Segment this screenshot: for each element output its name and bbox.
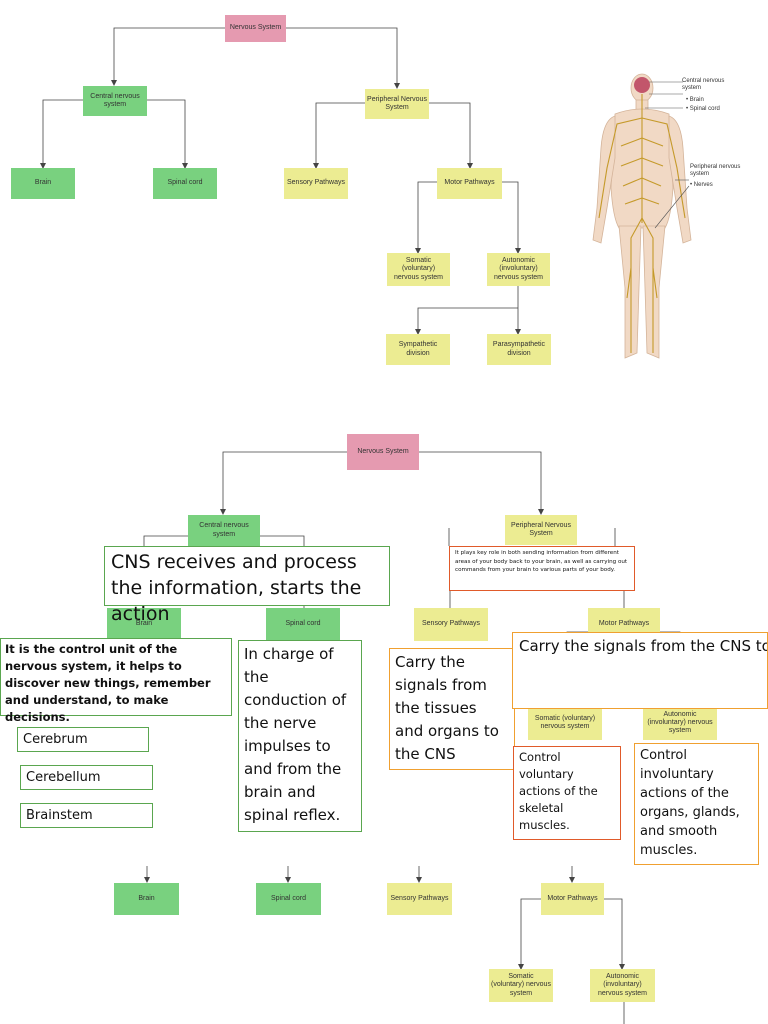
mid-somatic-node: Somatic (voluntary) nervous system xyxy=(528,706,602,740)
top-brain-node: Brain xyxy=(11,168,75,199)
figure-spinal-label: • Spinal cord xyxy=(686,106,720,112)
mid-cns-node: Central nervous system xyxy=(188,515,260,546)
mid-autonomic-node: Autonomic (involuntary) nervous system xyxy=(643,706,717,740)
mid-nervous-system-node: Nervous System xyxy=(347,434,419,470)
top-sensory-node: Sensory Pathways xyxy=(284,168,348,199)
cerebellum-box: Cerebellum xyxy=(20,765,153,790)
figure-nerves-label: • Nerves xyxy=(690,182,713,188)
bottom-brain-node: Brain xyxy=(114,883,179,915)
cerebrum-box: Cerebrum xyxy=(17,727,149,752)
top-cns-node: Central nervous system xyxy=(83,86,147,116)
bottom-autonomic-node: Autonomic (involuntary) nervous system xyxy=(590,969,655,1002)
mid-spinal-cord-node: Spinal cord xyxy=(266,608,340,641)
sensory-description-note: Carry the signals from the tissues and o… xyxy=(389,648,515,770)
top-autonomic-node: Autonomic (involuntary) nervous system xyxy=(487,253,550,286)
top-pns-node: Peripheral Nervous System xyxy=(365,89,429,119)
motor-description-note: Carry the signals from the CNS to the pe… xyxy=(512,632,768,709)
figure-brain-label: • Brain xyxy=(686,97,704,103)
mid-pns-node: Peripheral Nervous System xyxy=(505,515,577,545)
pns-description-note: It plays key role in both sending inform… xyxy=(449,546,635,591)
bottom-spinal-cord-node: Spinal cord xyxy=(256,883,321,915)
nervous-system-body-illustration xyxy=(592,73,692,359)
mid-sensory-node: Sensory Pathways xyxy=(414,608,488,641)
brainstem-box: Brainstem xyxy=(20,803,153,828)
top-motor-node: Motor Pathways xyxy=(437,168,502,199)
top-sympathetic-node: Sympathetic division xyxy=(386,334,450,365)
spinal-cord-description-note: In charge of the conduction of the nerve… xyxy=(238,640,362,832)
autonomic-description-note: Control involuntary actions of the organ… xyxy=(634,743,759,865)
bottom-motor-node: Motor Pathways xyxy=(541,883,604,915)
bottom-somatic-node: Somatic (voluntary) nervous system xyxy=(489,969,553,1002)
top-spinal-cord-node: Spinal cord xyxy=(153,168,217,199)
top-parasympathetic-node: Parasympathetic division xyxy=(487,334,551,365)
brain-description-note: It is the control unit of the nervous sy… xyxy=(0,638,232,724)
cns-description-note: CNS receives and process the information… xyxy=(104,546,390,625)
mid-brain-node: Brain xyxy=(107,608,181,641)
figure-cns-label: Central nervous system xyxy=(682,78,725,91)
top-nervous-system-node: Nervous System xyxy=(225,15,286,42)
somatic-description-note: Control voluntary actions of the skeleta… xyxy=(513,746,621,840)
top-somatic-node: Somatic (voluntary) nervous system xyxy=(387,253,450,286)
bottom-sensory-node: Sensory Pathways xyxy=(387,883,452,915)
figure-pns-label: Peripheral nervous system xyxy=(690,164,741,177)
